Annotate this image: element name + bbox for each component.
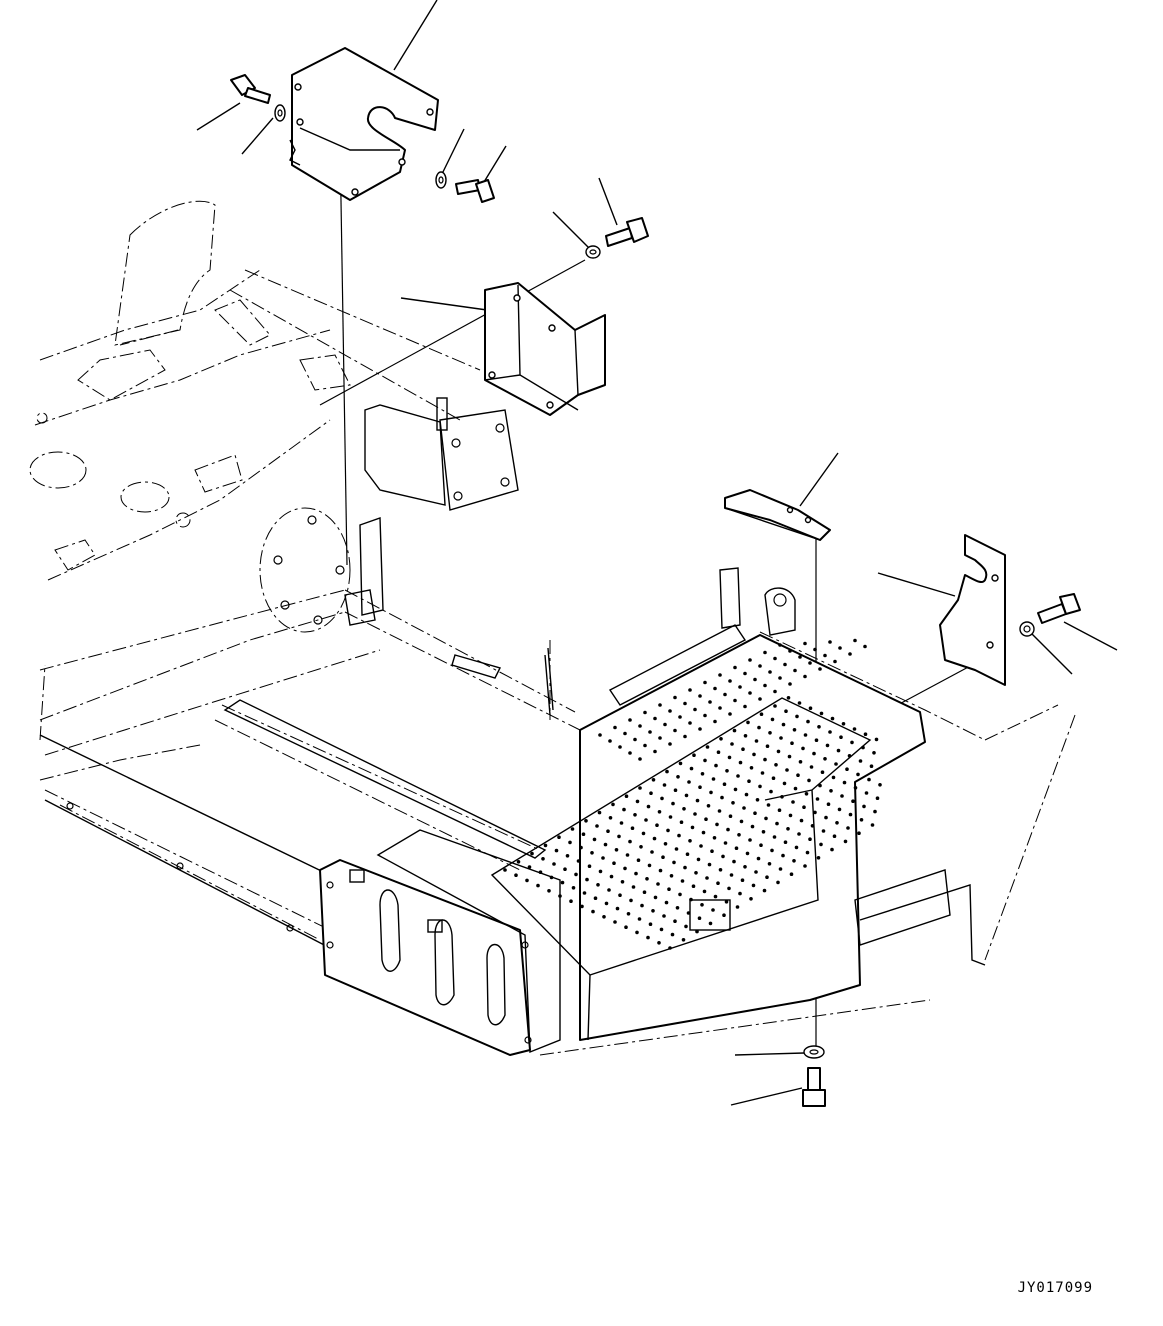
circular-cover xyxy=(259,507,384,633)
right-side-plate xyxy=(939,534,1006,686)
perforated-platform xyxy=(490,634,986,1041)
washer-middle xyxy=(585,245,601,259)
small-angle-bracket xyxy=(724,489,831,541)
lever-bracket xyxy=(451,567,796,716)
bolt-bottom xyxy=(802,1067,826,1107)
top-cover-bracket xyxy=(289,47,439,201)
front-control-panel xyxy=(319,829,561,1056)
phantom-console-block xyxy=(29,200,351,571)
washer-top-right xyxy=(435,171,447,189)
drawing-number: JY017099 xyxy=(1017,1280,1093,1296)
bolt-middle xyxy=(605,217,649,247)
phantom-machine-frame xyxy=(34,269,1076,1056)
leader-lines xyxy=(196,0,1118,1106)
side-rails xyxy=(39,647,554,949)
middle-box-cover xyxy=(484,282,606,416)
perforation-holes xyxy=(503,638,882,950)
mounting-plate xyxy=(364,397,519,511)
washer-top-left xyxy=(274,104,286,122)
bolt-top-right xyxy=(455,179,495,203)
washer-right xyxy=(1019,621,1035,637)
bolt-right xyxy=(1037,593,1081,624)
bolt-top-left xyxy=(230,74,271,104)
washer-bottom xyxy=(803,1045,825,1059)
